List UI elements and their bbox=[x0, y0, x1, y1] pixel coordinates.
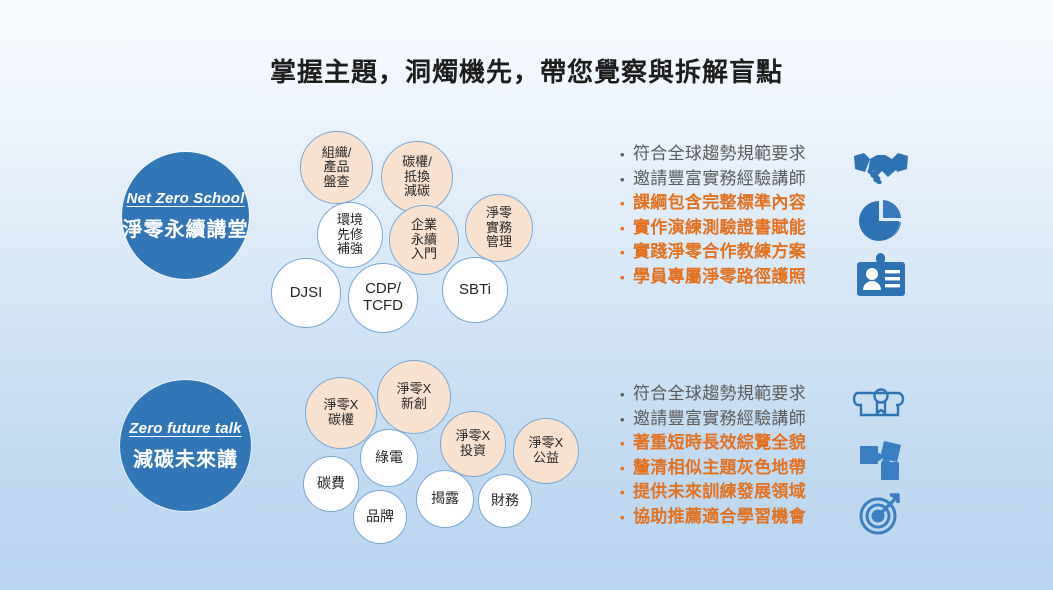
program-circle-net-zero-school[interactable]: Net Zero School 淨零永續講堂 bbox=[122, 152, 249, 279]
topic-bubble-label: 環境先修補強 bbox=[336, 212, 363, 257]
benefit-item: • 學員專屬淨零路徑護照 bbox=[620, 265, 806, 290]
program-circle-zero-future-talk[interactable]: Zero future talk 減碳未來講 bbox=[120, 380, 251, 511]
topic-bubble-label: 品牌 bbox=[366, 508, 394, 525]
topic-bubble-label: 揭露 bbox=[431, 490, 459, 507]
benefit-item: • 邀請豐富實務經驗講師 bbox=[620, 407, 806, 432]
topic-bubble-label: 組織/產品盤查 bbox=[321, 144, 352, 189]
topic-bubble-carbon-fee[interactable]: 碳費 bbox=[303, 456, 359, 512]
topic-bubble-label: CDP/TCFD bbox=[363, 280, 403, 314]
topic-bubble-sbti[interactable]: SBTi bbox=[442, 257, 508, 323]
id-badge-icon bbox=[850, 248, 912, 302]
topic-bubble-label: DJSI bbox=[289, 283, 323, 301]
benefits-list-bottom: • 符合全球趨勢規範要求 • 邀請豐富實務經驗講師 • 著重短時長效綜覽全貌 •… bbox=[620, 382, 806, 529]
topic-bubble-label: 企業永續入門 bbox=[410, 217, 437, 262]
benefit-item: • 著重短時長效綜覽全貌 bbox=[620, 431, 806, 456]
topic-bubble-environment-prep[interactable]: 環境先修補強 bbox=[317, 202, 383, 268]
topic-bubble-net-zero-practice-management[interactable]: 淨零實務管理 bbox=[465, 194, 533, 262]
benefit-item: • 符合全球趨勢規範要求 bbox=[620, 142, 806, 167]
bullet-dot-icon: • bbox=[620, 269, 625, 285]
program-title-en: Zero future talk bbox=[129, 419, 242, 437]
certificate-icon bbox=[850, 378, 912, 432]
bullet-dot-icon: • bbox=[620, 509, 625, 525]
topic-bubble-disclosure[interactable]: 揭露 bbox=[416, 470, 474, 528]
bullet-dot-icon: • bbox=[620, 220, 625, 236]
bullet-dot-icon: • bbox=[620, 171, 625, 187]
bullet-dot-icon: • bbox=[620, 196, 625, 211]
topic-bubble-label: 財務 bbox=[491, 492, 519, 509]
benefit-item: • 協助推薦適合學習機會 bbox=[620, 505, 806, 530]
bullet-dot-icon: • bbox=[620, 147, 625, 162]
benefit-text: 符合全球趨勢規範要求 bbox=[633, 144, 806, 163]
topic-bubble-label: 綠電 bbox=[375, 449, 403, 466]
topic-bubble-organization-product-inventory[interactable]: 組織/產品盤查 bbox=[300, 131, 373, 204]
bullet-dot-icon: • bbox=[620, 387, 625, 402]
benefit-text: 實作演練測驗證書賦能 bbox=[633, 217, 806, 237]
benefit-item: • 符合全球趨勢規範要求 bbox=[620, 382, 806, 407]
program-title-en: Net Zero School bbox=[126, 189, 245, 207]
benefit-text: 協助推薦適合學習機會 bbox=[633, 506, 806, 526]
topic-bubble-brand[interactable]: 品牌 bbox=[353, 490, 407, 544]
page-title: 掌握主題，洞燭機先，帶您覺察與拆解盲點 bbox=[269, 57, 783, 87]
topic-bubble-carbon-credit-offset[interactable]: 碳權/抵換減碳 bbox=[381, 141, 453, 213]
bullet-dot-icon: • bbox=[620, 411, 625, 427]
handshake-icon bbox=[850, 140, 912, 194]
benefits-list-top: • 符合全球趨勢規範要求 • 邀請豐富實務經驗講師 • 課綱包含完整標準內容 •… bbox=[620, 142, 806, 289]
bullet-dot-icon: • bbox=[620, 436, 625, 451]
program-title-zh: 減碳未來講 bbox=[133, 448, 238, 471]
benefit-text: 符合全球趨勢規範要求 bbox=[633, 384, 806, 403]
benefit-text: 學員專屬淨零路徑護照 bbox=[633, 266, 806, 286]
benefit-item: • 邀請豐富實務經驗講師 bbox=[620, 167, 806, 192]
topic-bubble-corporate-sustainability-intro[interactable]: 企業永續入門 bbox=[389, 205, 459, 275]
benefit-item: • 實踐淨零合作教練方案 bbox=[620, 240, 806, 265]
topic-bubble-label: 碳費 bbox=[317, 475, 345, 492]
puzzle-icon bbox=[850, 432, 912, 486]
bullet-dot-icon: • bbox=[620, 245, 625, 260]
program-title-zh: 淨零永續講堂 bbox=[122, 218, 249, 241]
benefit-item: • 提供未來訓練發展領域 bbox=[620, 480, 806, 505]
benefit-text: 實踐淨零合作教練方案 bbox=[633, 242, 806, 261]
benefit-icons-bottom bbox=[850, 378, 912, 540]
benefit-item: • 釐清相似主題灰色地帶 bbox=[620, 456, 806, 481]
benefit-text: 著重短時長效綜覽全貌 bbox=[633, 433, 806, 452]
benefit-icons-top bbox=[850, 140, 912, 302]
pie-chart-icon bbox=[850, 194, 912, 248]
topic-bubble-finance[interactable]: 財務 bbox=[478, 474, 532, 528]
benefit-text: 提供未來訓練發展領域 bbox=[633, 482, 806, 501]
benefit-text: 釐清相似主題灰色地帶 bbox=[633, 457, 806, 477]
benefit-text: 邀請豐富實務經驗講師 bbox=[633, 408, 806, 428]
bullet-dot-icon: • bbox=[620, 485, 625, 500]
topic-bubble-cdp-tcfd[interactable]: CDP/TCFD bbox=[348, 263, 418, 333]
topic-bubble-label: 碳權/抵換減碳 bbox=[402, 154, 432, 199]
topic-bubble-label: SBTi bbox=[459, 280, 491, 298]
benefit-text: 課綱包含完整標準內容 bbox=[633, 193, 806, 212]
topic-bubble-djsi[interactable]: DJSI bbox=[271, 258, 341, 328]
benefit-item: • 實作演練測驗證書賦能 bbox=[620, 216, 806, 241]
benefit-item: • 課綱包含完整標準內容 bbox=[620, 191, 806, 216]
topic-bubble-label: 淨零實務管理 bbox=[485, 205, 512, 250]
bullet-dot-icon: • bbox=[620, 460, 625, 476]
target-icon bbox=[850, 486, 912, 540]
benefit-text: 邀請豐富實務經驗講師 bbox=[633, 168, 806, 188]
topic-bubble-green-power[interactable]: 綠電 bbox=[360, 429, 418, 487]
